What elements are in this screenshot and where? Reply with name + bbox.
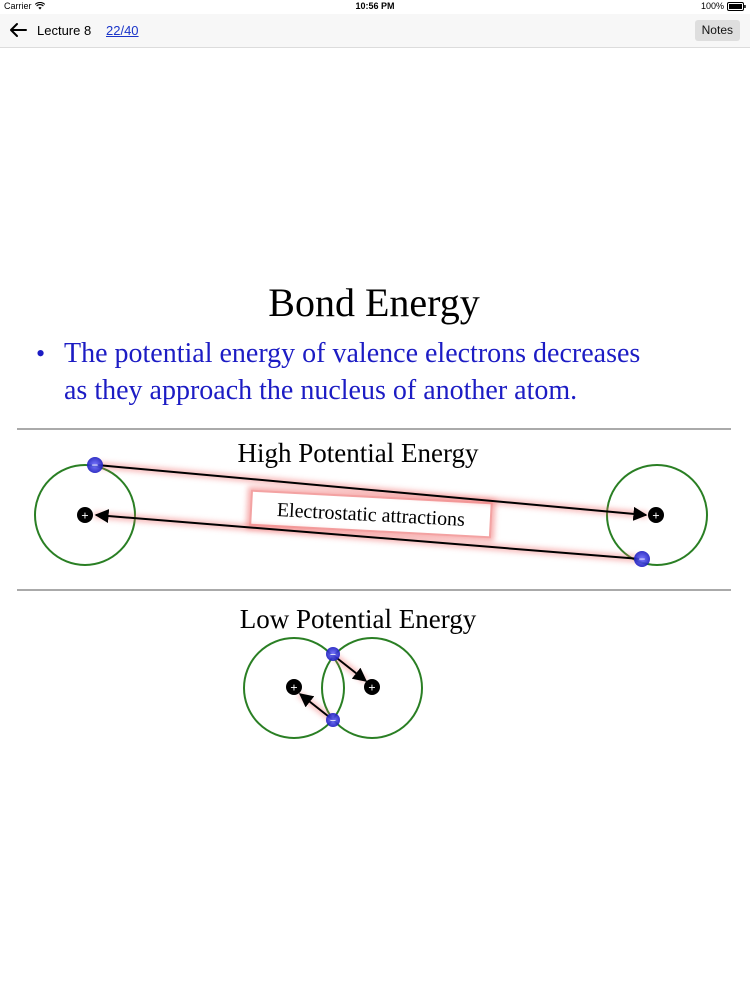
right-electron: − (634, 551, 650, 567)
arrow-left-icon (6, 23, 30, 44)
status-time: 10:56 PM (355, 1, 395, 11)
low-bottom-electron: − (326, 713, 340, 727)
low-bottom-electron-sign: − (330, 715, 336, 727)
right-nucleus-sign: + (652, 508, 659, 523)
left-electron-sign: − (92, 458, 99, 472)
bullet-line-1: The potential energy of valence electron… (64, 338, 640, 369)
low-right-nucleus: + (364, 679, 380, 695)
low-arrow-bottom (298, 693, 334, 721)
arrow-top (96, 464, 648, 521)
slide-canvas: Bond Energy • The potential energy of va… (17, 280, 731, 739)
left-electron: − (87, 457, 103, 473)
left-atom-orbit (34, 464, 136, 566)
low-energy-label: Low Potential Energy (240, 604, 477, 634)
status-right: 100% (701, 1, 746, 11)
low-top-electron-sign: − (330, 649, 336, 661)
low-top-electron: − (326, 647, 340, 661)
high-energy-label: High Potential Energy (238, 438, 479, 468)
left-nucleus-sign: + (81, 508, 88, 523)
back-button[interactable] (6, 20, 30, 40)
right-nucleus: + (648, 507, 664, 523)
left-nucleus: + (77, 507, 93, 523)
low-left-nucleus-sign: + (290, 680, 297, 695)
status-bar: Carrier 10:56 PM 100% (0, 0, 750, 14)
lecture-title: Lecture 8 (37, 23, 92, 38)
low-right-orbit (321, 637, 423, 739)
low-arrow-top (332, 654, 368, 682)
nav-bar: Lecture 8 22/40 Notes (0, 14, 750, 48)
arrow-bottom (94, 509, 641, 560)
bullet-line-2: as they approach the nucleus of another … (64, 375, 577, 406)
battery-percent: 100% (700, 1, 724, 11)
slide-title: Bond Energy (268, 280, 479, 325)
wifi-icon (34, 2, 45, 10)
right-atom-orbit (606, 464, 708, 566)
carrier-label: Carrier (4, 1, 32, 11)
right-electron-sign: − (639, 552, 646, 566)
page-indicator-link[interactable]: 22/40 (106, 23, 139, 38)
attraction-box: Electrostatic attractions (246, 486, 496, 542)
battery-icon (727, 1, 746, 11)
notes-button[interactable]: Notes (694, 20, 740, 41)
status-left: Carrier (4, 1, 45, 11)
low-right-nucleus-sign: + (368, 680, 375, 695)
bullet-symbol: • (36, 339, 45, 368)
low-left-nucleus: + (286, 679, 302, 695)
low-left-orbit (243, 637, 345, 739)
slide-view: Bond Energy • The potential energy of va… (0, 48, 750, 1000)
